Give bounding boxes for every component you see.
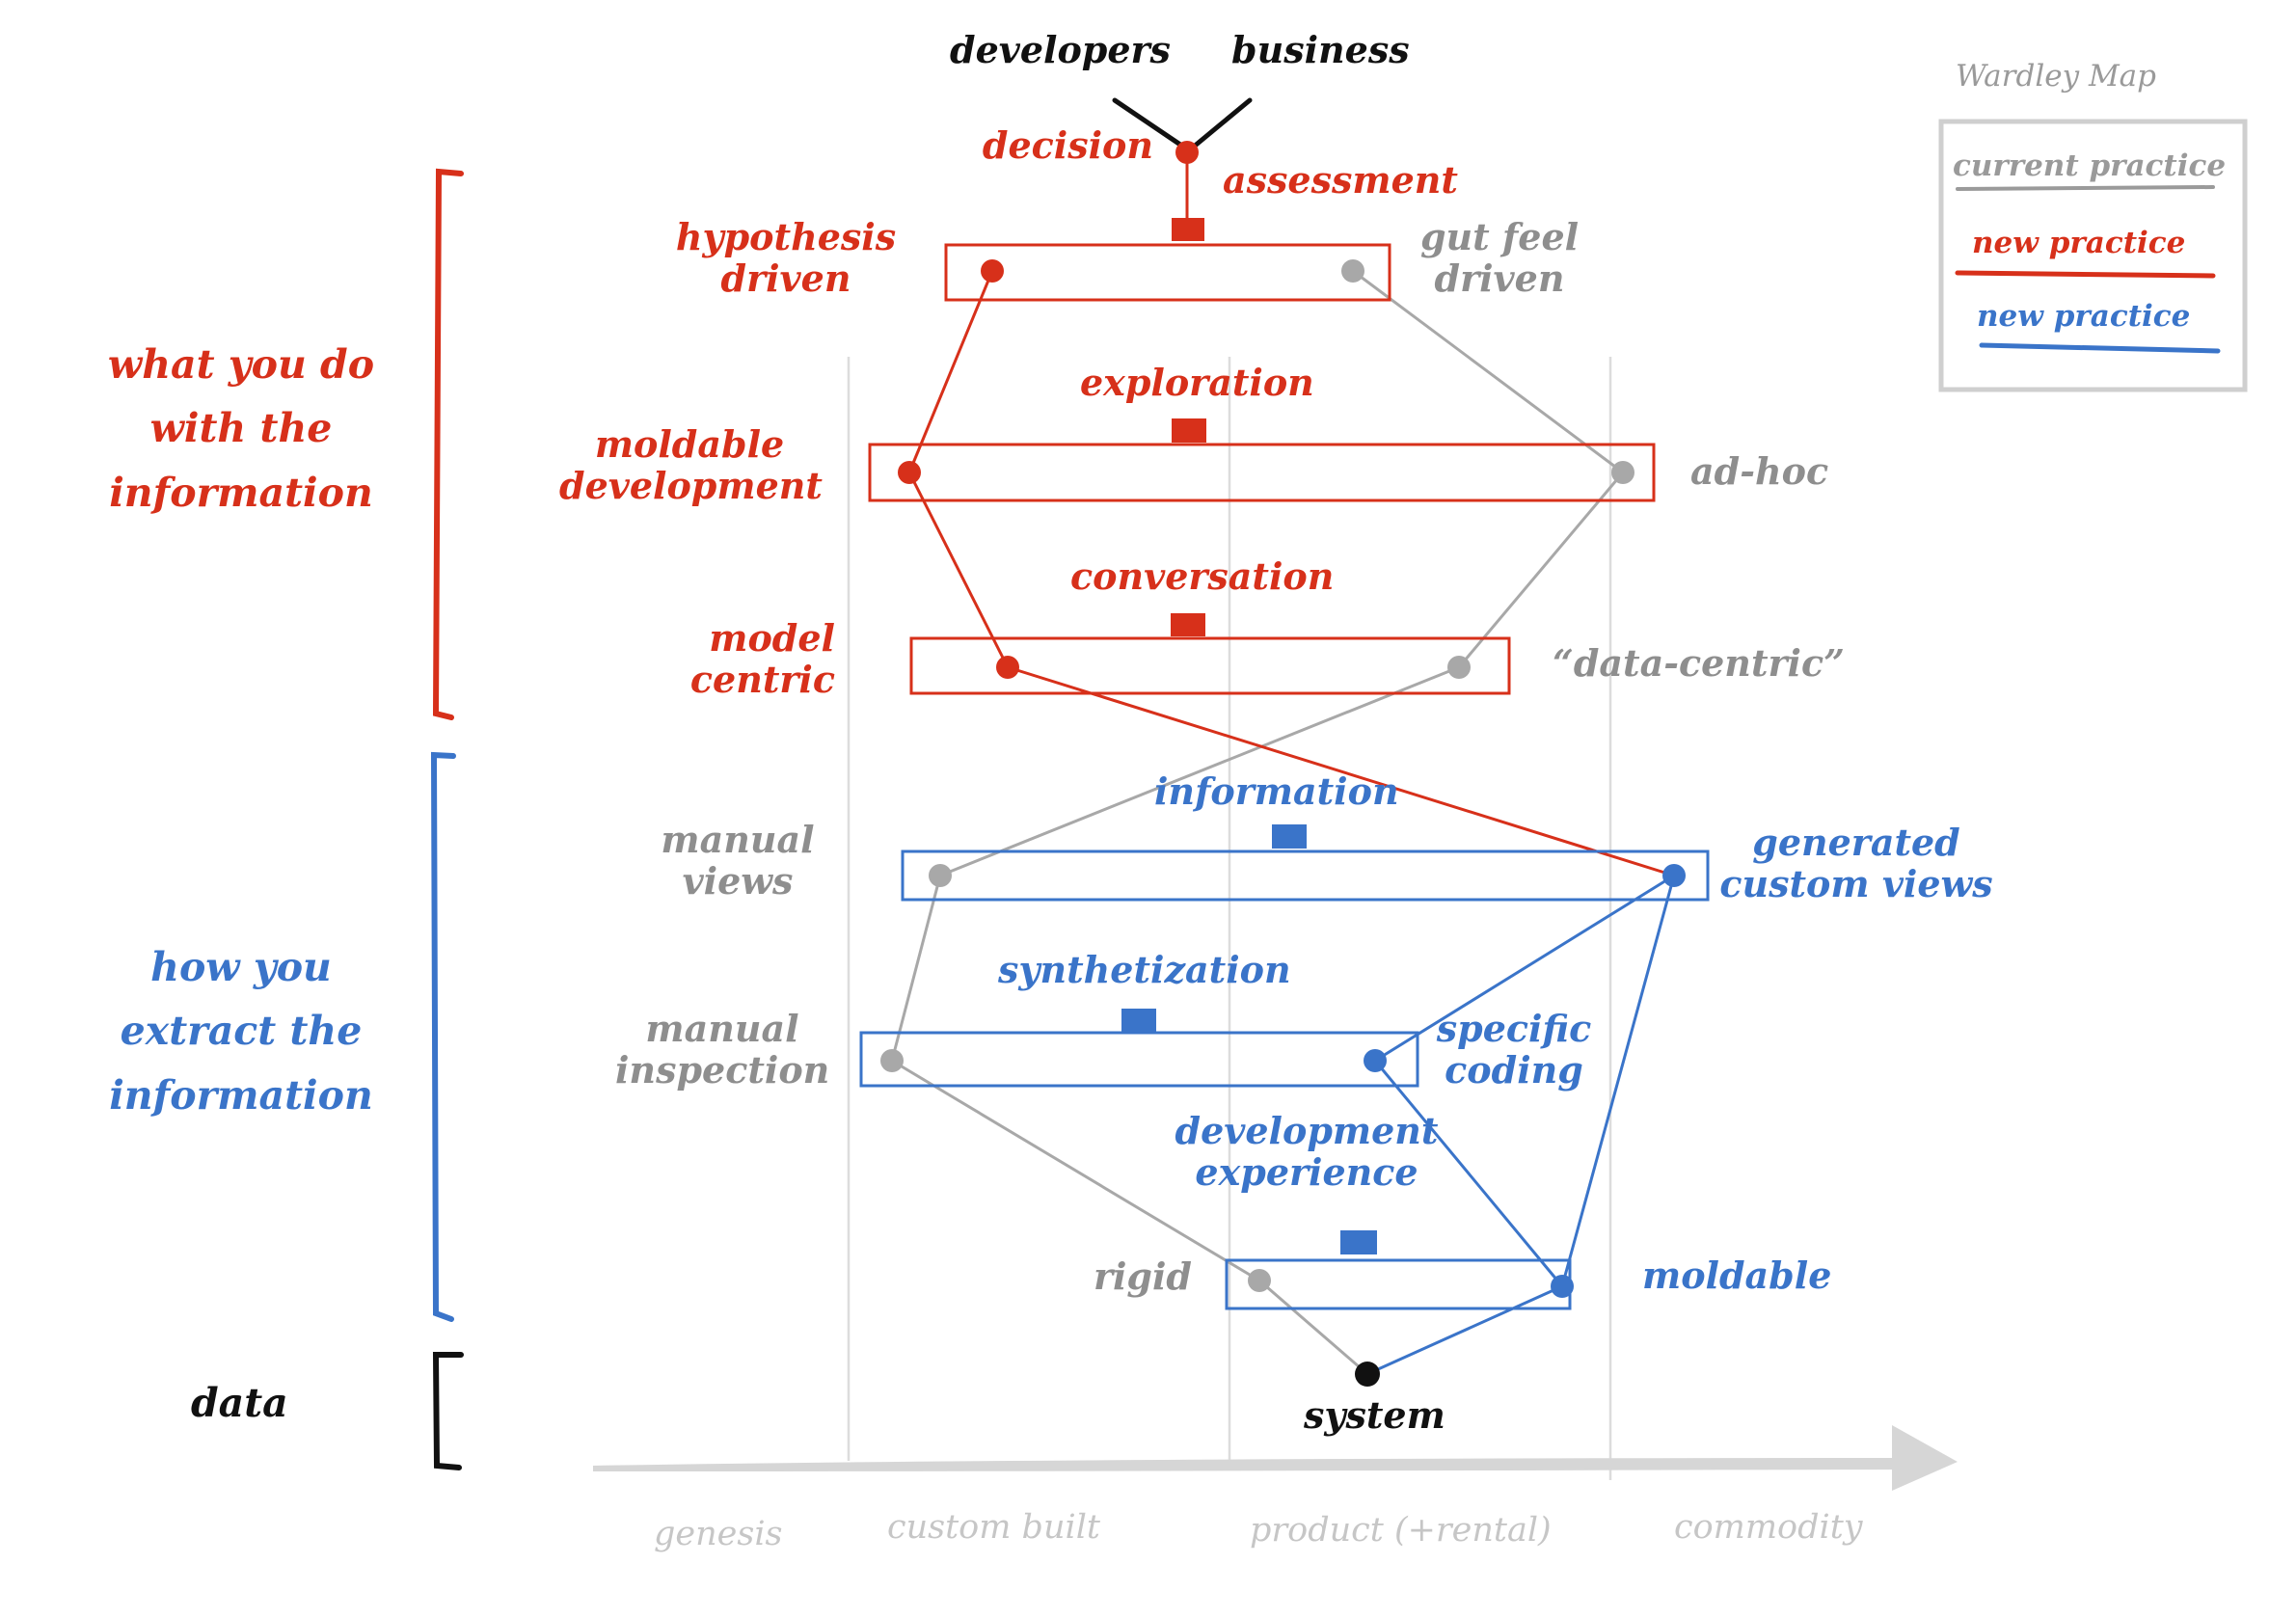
legend-title: Wardley Map bbox=[1956, 59, 2157, 94]
marker-exploration bbox=[1172, 418, 1206, 443]
label-data-centric: “data-centric” bbox=[1553, 641, 1845, 685]
evolution-axis bbox=[593, 1458, 1904, 1471]
legend-underline-gray bbox=[1956, 185, 2215, 191]
section-data: data bbox=[191, 1380, 288, 1426]
node-manual-views bbox=[929, 864, 952, 887]
legend-underline-blue bbox=[1979, 342, 2221, 354]
component-box-information bbox=[901, 849, 1710, 902]
node-specific-coding bbox=[1364, 1049, 1387, 1072]
legend-item-new-practice-blue: new practice bbox=[1977, 299, 2191, 334]
node-manual-inspection bbox=[880, 1049, 904, 1072]
node-system bbox=[1355, 1362, 1380, 1387]
axis-label-custom-built: custom built bbox=[887, 1508, 1100, 1547]
node-rigid bbox=[1248, 1269, 1271, 1292]
marker-assessment bbox=[1172, 218, 1204, 241]
new-practice-blue-links bbox=[1366, 874, 1676, 1376]
label-system: system bbox=[1304, 1393, 1445, 1437]
node-moldable bbox=[1551, 1275, 1574, 1298]
legend-underline-red bbox=[1955, 270, 2216, 279]
node-generated-custom-views bbox=[1662, 864, 1686, 887]
label-decision: decision bbox=[982, 123, 1153, 167]
marker-synthetization bbox=[1121, 1009, 1156, 1033]
label-information: information bbox=[1154, 769, 1399, 813]
link-developers bbox=[1112, 97, 1186, 149]
label-developers: developers bbox=[950, 28, 1171, 71]
label-rigid: rigid bbox=[1093, 1254, 1192, 1298]
bracket-data bbox=[432, 1352, 464, 1470]
label-moldable: moldable bbox=[1642, 1254, 1832, 1297]
node-decision bbox=[1175, 141, 1199, 164]
label-synthetization: synthetization bbox=[998, 948, 1291, 991]
node-gut-feel-driven bbox=[1341, 259, 1364, 283]
legend-box bbox=[1938, 119, 2248, 392]
marker-conversation bbox=[1171, 613, 1205, 636]
label-exploration: exploration bbox=[1080, 361, 1314, 404]
legend-item-current-practice: current practice bbox=[1953, 148, 2227, 183]
node-ad-hoc bbox=[1611, 461, 1634, 484]
new-practice-red-links bbox=[907, 152, 1675, 877]
label-business: business bbox=[1231, 28, 1410, 71]
axis-label-product-rental: product (+rental) bbox=[1250, 1511, 1552, 1550]
marker-devexp bbox=[1340, 1230, 1377, 1254]
node-data-centric bbox=[1447, 656, 1471, 679]
marker-information bbox=[1272, 824, 1307, 849]
label-assessment: assessment bbox=[1223, 158, 1458, 202]
link-business bbox=[1191, 97, 1253, 149]
component-box-conversation bbox=[909, 636, 1511, 695]
component-box-exploration bbox=[868, 443, 1656, 502]
node-model-centric bbox=[996, 656, 1019, 679]
axis-label-genesis: genesis bbox=[654, 1515, 783, 1553]
label-ad-hoc: ad-hoc bbox=[1690, 449, 1829, 493]
component-box-synthetization bbox=[859, 1031, 1419, 1088]
label-conversation: conversation bbox=[1070, 554, 1335, 598]
component-box-devexp bbox=[1225, 1258, 1572, 1310]
component-box-assessment bbox=[944, 243, 1391, 302]
node-hypothesis-driven bbox=[981, 259, 1004, 283]
axis-label-commodity: commodity bbox=[1674, 1508, 1863, 1547]
bracket-what bbox=[432, 168, 464, 720]
current-practice-links bbox=[890, 269, 1625, 1376]
bracket-how bbox=[430, 751, 456, 1322]
node-moldable-development bbox=[898, 461, 921, 484]
axis-arrowhead-icon bbox=[1892, 1425, 1958, 1491]
legend-item-new-practice-red: new practice bbox=[1972, 226, 2186, 260]
